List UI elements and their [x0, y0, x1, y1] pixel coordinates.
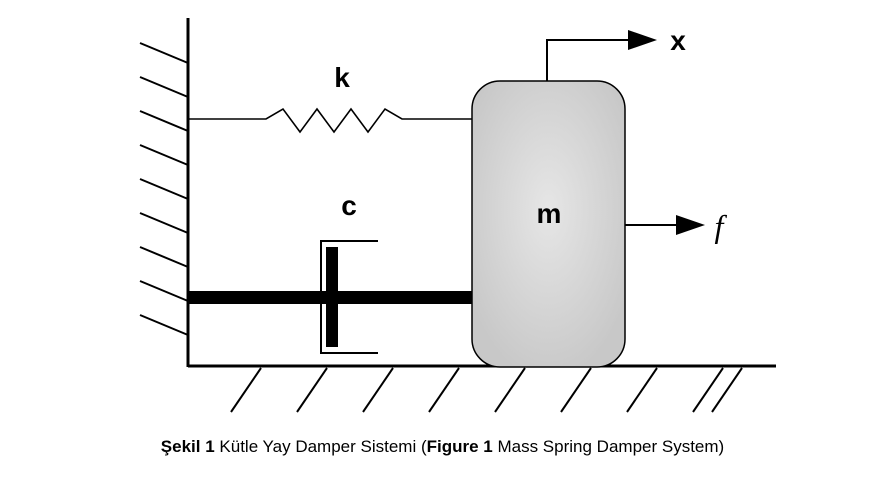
caption-tr-text: Kütle Yay Damper Sistemi (	[214, 437, 427, 456]
spring	[188, 107, 472, 134]
caption-en-bold: Figure 1	[426, 437, 493, 456]
force-label: f	[715, 208, 728, 244]
damper-label: c	[341, 190, 357, 221]
damper	[188, 240, 472, 354]
mass-label: m	[537, 198, 562, 229]
caption-tr-bold: Şekil 1	[160, 437, 215, 456]
damper-cylinder	[320, 240, 378, 354]
damper-piston	[326, 247, 338, 347]
force-arrow	[625, 215, 705, 235]
ground-hatching	[230, 367, 743, 413]
wall-hatching	[139, 42, 189, 336]
displacement-label: x	[670, 25, 686, 56]
displacement-arrow	[546, 30, 657, 81]
ground	[188, 364, 776, 413]
spring-label: k	[334, 62, 350, 93]
caption-en-text: Mass Spring Damper System)	[492, 437, 725, 456]
figure-caption: Şekil 1 Kütle Yay Damper Sistemi (Figure…	[0, 437, 885, 457]
wall	[139, 18, 190, 367]
